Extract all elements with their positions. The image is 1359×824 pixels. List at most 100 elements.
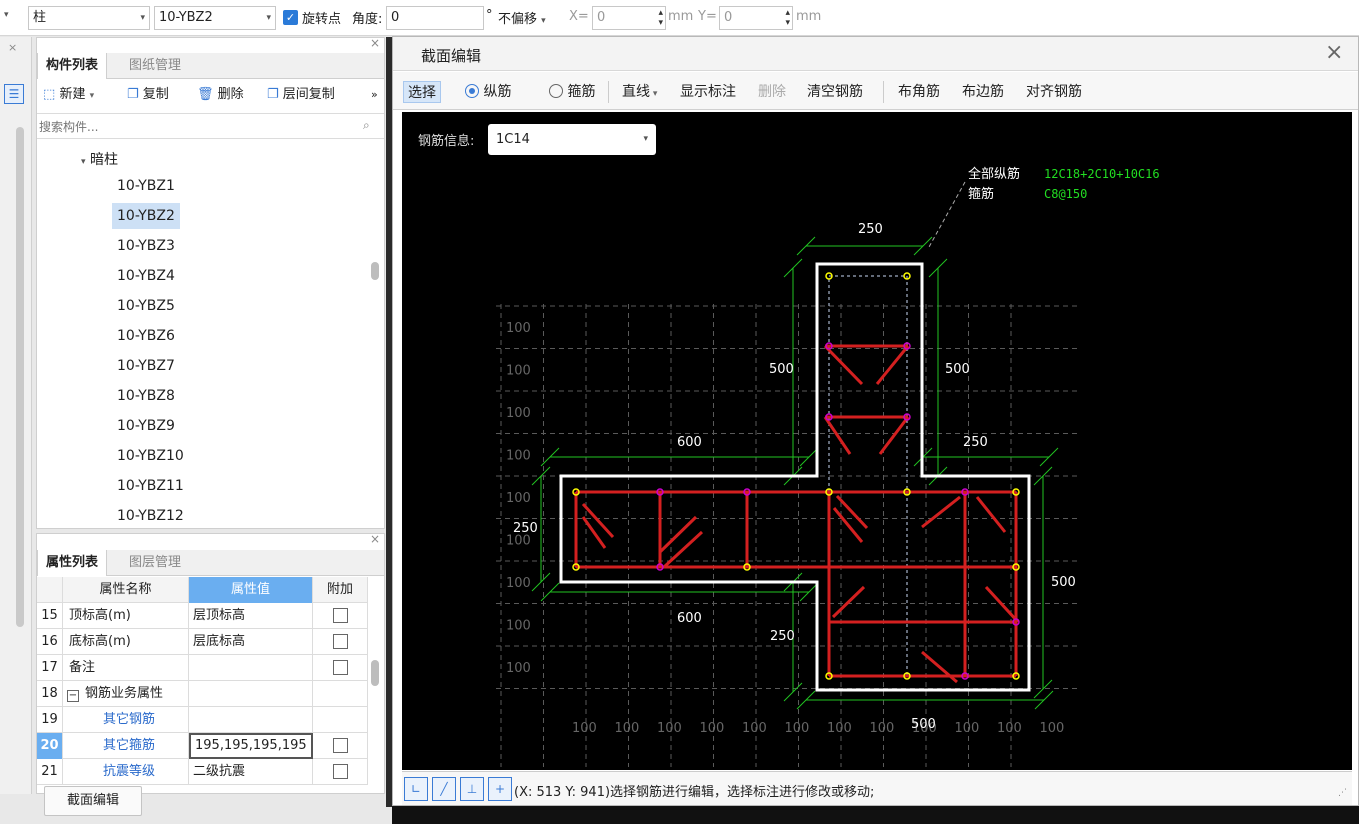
component-combo[interactable]: 10-YBZ2▾ — [154, 6, 276, 30]
floor-copy-button[interactable]: ❐ 层间复制 — [267, 84, 335, 106]
stirrup-radio[interactable]: 箍筋 — [549, 81, 595, 103]
properties-tabs: 属性列表 图层管理 — [37, 550, 384, 576]
attach-checkbox[interactable] — [332, 738, 348, 753]
close-icon[interactable]: × — [370, 36, 381, 50]
rebar-point — [1012, 618, 1020, 626]
component-search[interactable]: ⌕ — [37, 115, 384, 139]
tree-item[interactable]: 10-YBZ12 — [117, 508, 184, 524]
tab-component-list[interactable]: 构件列表 — [37, 53, 108, 79]
attach-checkbox[interactable] — [332, 660, 348, 675]
rebar-segment — [823, 416, 852, 455]
orthogonal-icon[interactable]: ∟ — [404, 777, 428, 801]
list-icon[interactable]: ☰ — [4, 84, 24, 104]
type-combo[interactable]: 柱▾ — [28, 6, 150, 30]
show-dims-button[interactable]: 显示标注 — [680, 84, 736, 100]
tree-group-hidden-column[interactable]: ▾ 暗柱 — [81, 147, 118, 173]
angle-input[interactable]: 0 — [386, 6, 484, 30]
rebar-point — [825, 488, 833, 496]
offset-combo[interactable]: 不偏移 ▾ — [498, 8, 546, 27]
property-value[interactable]: 二级抗震 — [189, 759, 313, 785]
chevron-down-icon[interactable]: ▾ — [4, 10, 9, 20]
dimension-tick — [1033, 679, 1053, 699]
copy-label: 复制 — [142, 87, 169, 102]
property-value[interactable] — [189, 655, 313, 681]
tab-layer-management[interactable]: 图层管理 — [129, 555, 182, 570]
longitudinal-label: 纵筋 — [483, 84, 512, 100]
tree-item[interactable]: 10-YBZ11 — [117, 478, 184, 494]
tab-drawing-management[interactable]: 图纸管理 — [129, 58, 182, 73]
close-icon[interactable]: × — [370, 532, 381, 546]
property-name-text: 其它钢筋 — [103, 712, 156, 727]
attach-checkbox[interactable] — [332, 764, 348, 779]
line-icon[interactable]: ╱ — [432, 777, 456, 801]
tree-item[interactable]: 10-YBZ2 — [112, 203, 180, 229]
y-input[interactable]: 0▴▾ — [719, 6, 793, 30]
header-attach: 附加 — [313, 577, 368, 603]
rebar-segment — [975, 496, 1007, 533]
line-mode-combo[interactable]: 直线 ▾ — [622, 81, 657, 103]
property-value[interactable] — [189, 681, 313, 707]
select-button[interactable]: 选择 — [403, 81, 441, 103]
collapse-icon[interactable]: − — [67, 690, 79, 702]
delete-button[interactable]: 🗑 删除 — [197, 84, 244, 106]
tab-property-list[interactable]: 属性列表 — [37, 550, 108, 576]
attach-checkbox[interactable] — [332, 634, 348, 649]
concrete-outline — [559, 262, 1031, 692]
rebar-point — [903, 672, 911, 680]
rotate-point-checkbox[interactable]: ✓ — [283, 10, 298, 25]
property-value[interactable]: 195,195,195,195 — [189, 733, 313, 759]
perpendicular-icon[interactable]: ⊥ — [460, 777, 484, 801]
tree-item[interactable]: 10-YBZ8 — [117, 388, 175, 404]
rebar-segment — [662, 530, 704, 569]
close-icon[interactable]: × — [8, 41, 18, 54]
copy-button[interactable]: ❐ 复制 — [127, 84, 169, 106]
property-value[interactable]: 层顶标高 — [189, 603, 313, 629]
spinner-icon: ▴▾ — [658, 8, 663, 28]
table-row[interactable]: 18−钢筋业务属性 — [37, 681, 368, 707]
property-name: 顶标高(m) — [63, 603, 189, 629]
property-name: 备注 — [63, 655, 189, 681]
rebar-segment — [875, 345, 910, 385]
x-input[interactable]: 0▴▾ — [592, 6, 666, 30]
scrollbar[interactable] — [371, 660, 379, 686]
tree-item[interactable]: 10-YBZ1 — [117, 178, 175, 194]
new-button[interactable]: ⬚ 新建 ▾ — [43, 84, 94, 106]
more-icon[interactable]: » — [371, 88, 378, 101]
attach-checkbox[interactable] — [332, 608, 348, 623]
align-rebar-button[interactable]: 对齐钢筋 — [1026, 84, 1082, 100]
clear-rebar-button[interactable]: 清空钢筋 — [807, 84, 863, 100]
search-input[interactable] — [39, 117, 359, 137]
section-edit-button[interactable]: 截面编辑 — [44, 786, 142, 816]
corner-rebar-button[interactable]: 布角筋 — [898, 84, 940, 100]
close-icon[interactable]: × — [1325, 40, 1344, 65]
rebar-info-value: 1C14 — [496, 132, 530, 147]
tree-item[interactable]: 10-YBZ10 — [117, 448, 184, 464]
resize-grip-icon[interactable]: ⋰ — [1338, 788, 1347, 798]
scrollbar[interactable] — [16, 127, 24, 627]
scrollbar[interactable] — [371, 262, 379, 280]
delete-rebar-button[interactable]: 删除 — [758, 84, 786, 100]
search-icon[interactable]: ⌕ — [363, 118, 370, 132]
tree-item[interactable]: 10-YBZ6 — [117, 328, 175, 344]
tree-item[interactable]: 10-YBZ3 — [117, 238, 175, 254]
divider — [883, 81, 884, 103]
longitudinal-radio[interactable]: 纵筋 — [465, 81, 511, 103]
tree-item[interactable]: 10-YBZ9 — [117, 418, 175, 434]
rebar-info-combo[interactable]: 1C14▾ — [488, 124, 656, 155]
tree-item[interactable]: 10-YBZ5 — [117, 298, 175, 314]
property-value[interactable]: 层底标高 — [189, 629, 313, 655]
property-toolbar: ▾ 柱▾ 10-YBZ2▾ ✓ 旋转点 角度: 0 ° 不偏移 ▾ X= 0▴▾… — [0, 0, 1359, 36]
edge-rebar-button[interactable]: 布边筋 — [962, 84, 1004, 100]
tree-item[interactable]: 10-YBZ4 — [117, 268, 175, 284]
tree-item[interactable]: 10-YBZ7 — [117, 358, 175, 374]
trash-icon: 🗑 — [197, 87, 214, 102]
snap-icon[interactable]: + — [488, 777, 512, 801]
property-value[interactable] — [189, 707, 313, 733]
